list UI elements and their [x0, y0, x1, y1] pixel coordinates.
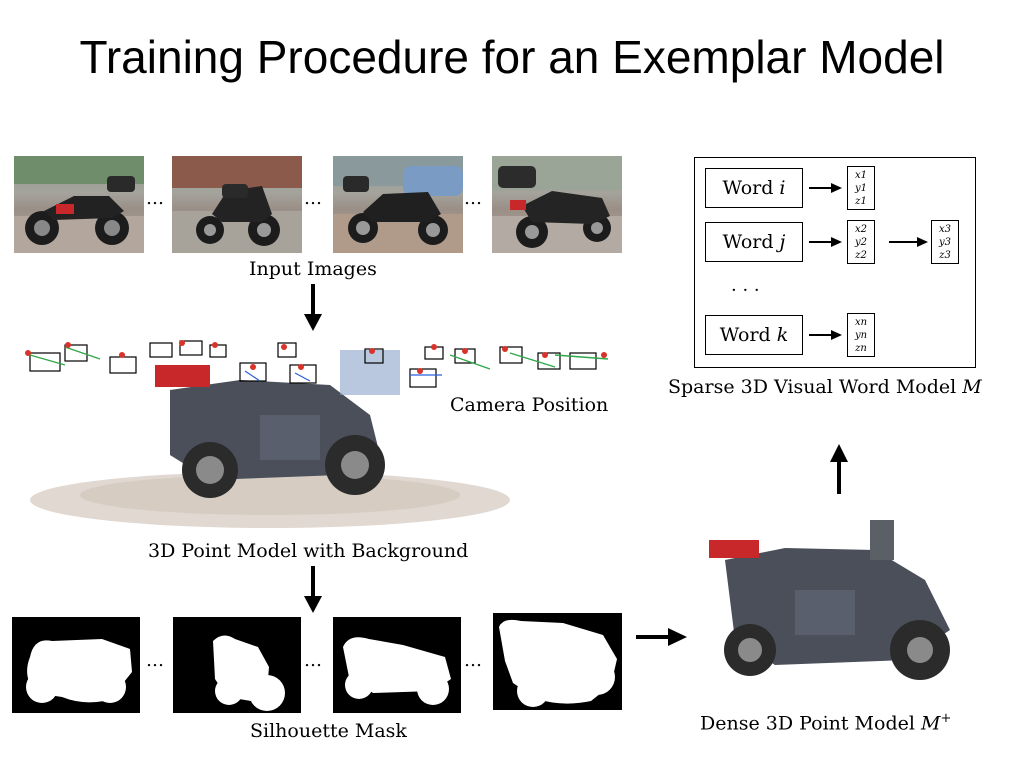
vector-z: z1: [855, 196, 867, 207]
camera-centers-green: [29, 346, 609, 370]
sparse-model-symbol: M: [962, 376, 982, 398]
camera-frustums: [29, 340, 597, 388]
dense-model-text: Dense 3D Point Model: [700, 712, 915, 735]
word-variable: j: [779, 231, 786, 253]
dense-point-model: [709, 520, 950, 680]
vector-y: y1: [854, 183, 867, 194]
ellipsis-3: …: [464, 188, 484, 209]
vector-xyz-2: x2 y2 z2: [847, 220, 875, 264]
silhouette-mask-3: [333, 617, 461, 713]
ellipsis-5: …: [304, 650, 324, 671]
vertical-ellipsis: · · ·: [731, 280, 760, 301]
word-arrow-k: [809, 330, 842, 340]
down-arrow-1: [304, 284, 322, 331]
dense-model-symbol: M: [920, 712, 941, 735]
word-box-j: Word j: [705, 222, 803, 262]
input-image-1: [14, 156, 144, 253]
word-box-k: Word k: [705, 315, 803, 355]
vector-xyz-3: x3 y3 z3: [931, 220, 959, 264]
vector-x: x3: [938, 224, 951, 235]
down-arrow-2: [304, 566, 322, 613]
word-label: Word: [722, 177, 774, 199]
caption-input-images: Input Images: [249, 258, 377, 280]
vector-z: z3: [939, 250, 951, 261]
word-arrow-j-2: [889, 237, 928, 247]
ellipsis-2: …: [304, 188, 324, 209]
vector-x: x2: [854, 224, 867, 235]
up-arrow: [830, 444, 848, 494]
camera-centers-red: [25, 340, 607, 374]
silhouette-mask-1: [12, 617, 140, 713]
visual-word-panel: Word i x1 y1 z1 Word j x2 y2 z2 x3 y3 z3…: [694, 157, 976, 368]
silhouette-mask-4: [493, 613, 622, 710]
ellipsis-4: …: [146, 650, 166, 671]
vector-x: x1: [854, 170, 867, 181]
caption-sparse-model: Sparse 3D Visual Word Model M: [668, 378, 982, 397]
slide-title: Training Procedure for an Exemplar Model: [79, 31, 945, 83]
word-label: Word: [719, 324, 771, 346]
right-arrow: [636, 628, 687, 646]
vector-z: zn: [855, 343, 867, 354]
vector-xyz-1: x1 y1 z1: [847, 166, 875, 210]
motorcycle-points: [155, 350, 400, 498]
silhouette-mask-2: [173, 617, 301, 713]
vector-y: y2: [854, 237, 867, 248]
word-variable: k: [776, 324, 789, 346]
word-box-i: Word i: [705, 168, 803, 208]
vector-y: y3: [938, 237, 951, 248]
vector-z: z2: [855, 250, 867, 261]
word-variable: i: [779, 177, 786, 199]
caption-camera-position: Camera Position: [450, 394, 609, 416]
caption-silhouette-mask: Silhouette Mask: [250, 720, 407, 742]
ellipsis-6: …: [464, 650, 484, 671]
vector-xyz-n: xn yn zn: [847, 313, 875, 357]
point-cloud-with-background: [25, 340, 609, 528]
ellipsis-1: …: [146, 188, 166, 209]
ground-scatter: [30, 472, 510, 528]
input-image-2: [172, 156, 302, 253]
word-label: Word: [722, 231, 774, 253]
caption-point-model-background: 3D Point Model with Background: [148, 540, 469, 562]
caption-dense-model: Dense 3D Point Model M+: [700, 712, 951, 733]
input-image-4: [492, 156, 622, 253]
word-arrow-j: [809, 237, 842, 247]
word-arrow-i: [809, 183, 842, 193]
sparse-model-text: Sparse 3D Visual Word Model: [668, 376, 957, 398]
camera-axes-blue: [244, 370, 442, 382]
dense-model-superscript: +: [940, 711, 952, 726]
input-image-3: [333, 156, 463, 253]
vector-y: yn: [854, 330, 868, 341]
vector-x: xn: [854, 317, 868, 328]
